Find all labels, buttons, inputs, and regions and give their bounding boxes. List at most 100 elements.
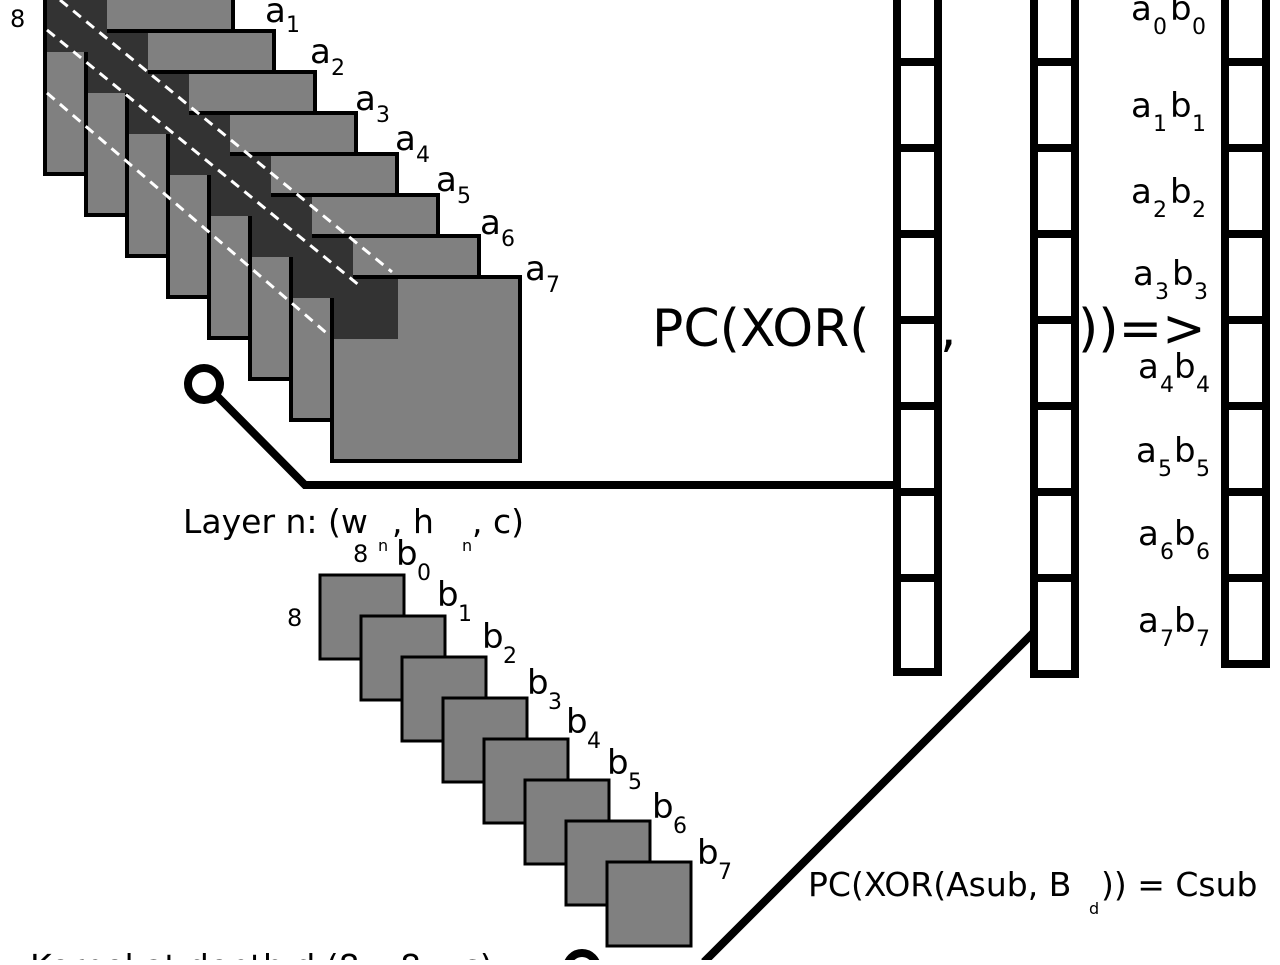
product-a-4-sub: 4	[1160, 373, 1174, 398]
product-a-2: a	[1131, 172, 1152, 212]
column-a-cell	[893, 574, 942, 676]
product-labels: a 0 b 0 a 1 b 1 a 2 b 2 a 3 b 3 a 4 b 4 …	[1131, 0, 1210, 652]
product-b-1: b	[1170, 86, 1192, 126]
a-label-7-sub: 7	[546, 273, 560, 298]
column-b	[1030, 0, 1079, 678]
b-label-1-sub: 1	[458, 602, 472, 627]
a-dim-label: 8	[10, 5, 25, 33]
column-a-cell	[893, 402, 942, 496]
column-b-cell	[1030, 316, 1079, 410]
product-a-6: a	[1138, 514, 1159, 554]
a-dashed-diagonals	[46, 0, 393, 338]
b-label-0: b	[396, 534, 418, 574]
a-label-2: a	[310, 32, 331, 72]
product-b-7: b	[1174, 601, 1196, 641]
column-result-cell	[1221, 0, 1270, 66]
result-formula: PC(XOR(Asub, B d )) = Csub	[808, 865, 1257, 918]
formula-sub: d	[1089, 899, 1099, 918]
column-result-cell	[1221, 58, 1270, 152]
layer-label-w-sub: n	[378, 536, 388, 555]
product-b-0: b	[1170, 0, 1192, 29]
column-a-cell	[893, 316, 942, 410]
a-label-3: a	[355, 79, 376, 119]
kernel-label: Kernel at depth d (8 x 8 x c)	[30, 947, 493, 960]
layer-label: Layer n: (w n , h n , c)	[183, 502, 524, 555]
b-label-5: b	[607, 743, 629, 783]
b-label-3: b	[527, 663, 549, 703]
a-label-7: a	[525, 249, 546, 289]
product-a-3: a	[1133, 254, 1154, 294]
product-b-5-sub: 5	[1196, 457, 1210, 482]
a-label-6-sub: 6	[501, 227, 515, 252]
product-b-6: b	[1174, 514, 1196, 554]
column-b-cell	[1030, 0, 1079, 66]
b-label-6-sub: 6	[673, 814, 687, 839]
column-b-cell	[1030, 488, 1079, 582]
b-dim-left: 8	[287, 604, 302, 632]
a-label-2-sub: 2	[331, 56, 345, 81]
formula-right: )) = Csub	[1101, 865, 1257, 904]
b-slice-7	[605, 860, 693, 948]
product-a-5: a	[1136, 431, 1157, 471]
product-b-3: b	[1172, 254, 1194, 294]
column-a-cell	[893, 58, 942, 152]
layer-label-mid: , h	[392, 502, 434, 541]
b-label-4-sub: 4	[587, 729, 601, 754]
pc-expression: PC(XOR( , ))=>	[652, 299, 1206, 359]
column-result-cell	[1221, 574, 1270, 668]
a-label-6: a	[480, 203, 501, 243]
product-a-0: a	[1131, 0, 1152, 29]
a-label-3-sub: 3	[376, 103, 390, 128]
product-b-6-sub: 6	[1196, 540, 1210, 565]
column-a-cell	[893, 0, 942, 66]
product-a-1: a	[1131, 86, 1152, 126]
b-label-2: b	[482, 617, 504, 657]
b-label-0-sub: 0	[417, 561, 431, 586]
a-connector-node	[184, 364, 224, 404]
column-result-cell	[1221, 230, 1270, 324]
a-label-5: a	[436, 160, 457, 200]
column-b-cell	[1030, 402, 1079, 496]
column-b-cell	[1030, 144, 1079, 238]
a-label-5-sub: 5	[457, 184, 471, 209]
column-b-cell	[1030, 58, 1079, 152]
b-label-7-sub: 7	[718, 860, 732, 885]
product-b-3-sub: 3	[1194, 280, 1208, 305]
product-b-2: b	[1170, 172, 1192, 212]
product-a-0-sub: 0	[1153, 15, 1167, 40]
pc-close: ))=>	[1078, 299, 1206, 359]
product-a-3-sub: 3	[1155, 280, 1169, 305]
product-b-7-sub: 7	[1196, 627, 1210, 652]
b-label-1: b	[437, 575, 459, 615]
column-result-cell	[1221, 488, 1270, 582]
a-label-4: a	[395, 119, 416, 159]
product-b-1-sub: 1	[1192, 112, 1206, 137]
product-b-2-sub: 2	[1192, 198, 1206, 223]
a-slice-labels: 8 a 1 a 2 a 3 a 4 a 5 a 6 a 7	[10, 0, 560, 298]
layer-label-suffix: , c)	[472, 502, 524, 541]
product-a-7: a	[1138, 601, 1159, 641]
a-connector	[184, 364, 897, 489]
layer-label-h-sub: n	[462, 536, 472, 555]
b-label-4: b	[566, 702, 588, 742]
product-a-7-sub: 7	[1160, 627, 1174, 652]
product-b-4-sub: 4	[1196, 373, 1210, 398]
column-a-cell	[893, 230, 942, 324]
product-b-0-sub: 0	[1192, 15, 1206, 40]
column-result	[1221, 0, 1270, 668]
column-result-cell	[1221, 144, 1270, 238]
product-a-2-sub: 2	[1153, 198, 1167, 223]
a-label-1: a	[265, 0, 286, 31]
a-label-1-sub: 1	[286, 13, 300, 38]
formula-left: PC(XOR(Asub, B	[808, 865, 1071, 904]
b-label-2-sub: 2	[503, 644, 517, 669]
column-a-cell	[893, 488, 942, 582]
b-label-3-sub: 3	[548, 690, 562, 715]
b-slice-labels: 8 8 b 0 b 1 b 2 b 3 b 4 b 5 b 6 b 7	[287, 534, 732, 885]
layer-label-prefix: Layer n: (w	[183, 502, 368, 541]
product-a-6-sub: 6	[1160, 540, 1174, 565]
b-connector-node	[563, 949, 601, 965]
product-b-5: b	[1174, 431, 1196, 471]
pc-open: PC(XOR(	[652, 299, 870, 359]
